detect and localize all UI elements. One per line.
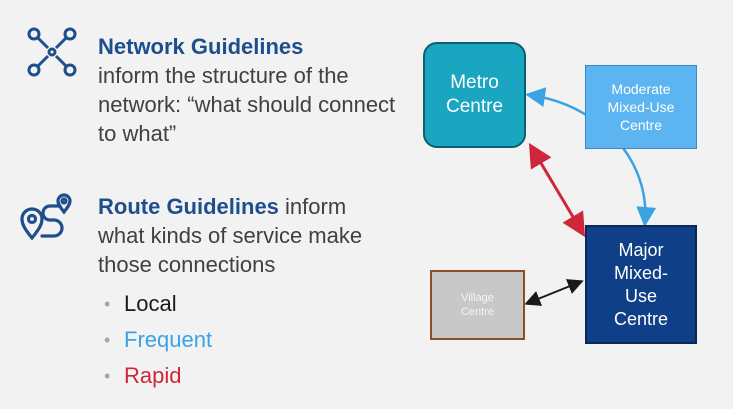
service-types-list: • Local • Frequent • Rapid (104, 286, 212, 394)
major-mixed-use-centre-label: Major Mixed- Use Centre (613, 239, 669, 329)
bullet-dot-icon: • (104, 330, 111, 350)
village-centre-node: Village Centre (430, 270, 525, 340)
bullet-rapid: Rapid (124, 363, 182, 388)
bullet-dot-icon: • (104, 294, 111, 314)
bullet-local: Local (124, 291, 177, 316)
list-item: • Frequent (104, 322, 212, 358)
bullet-dot-icon: • (104, 366, 111, 386)
route-guidelines-block: Route Guidelines inform what kinds of se… (98, 192, 418, 279)
route-guidelines-heading: Route Guidelines (98, 194, 279, 219)
rapid-connector-metro-major (528, 142, 586, 238)
route-guidelines-heading-suffix: inform (278, 194, 347, 219)
route-pin-icon (20, 193, 72, 241)
network-icon (27, 27, 77, 77)
list-item: • Rapid (104, 358, 212, 394)
major-mixed-use-centre-node: Major Mixed- Use Centre (585, 225, 697, 344)
list-item: • Local (104, 286, 212, 322)
metro-centre-label: Metro Centre (445, 72, 504, 117)
route-guidelines-text: what kinds of service make those connect… (98, 223, 363, 277)
village-centre-label: Village Centre (460, 292, 495, 318)
network-guidelines-heading: Network Guidelines (98, 34, 304, 59)
bullet-frequent: Frequent (124, 327, 213, 352)
moderate-mixed-use-centre-label: Moderate Mixed-Use Centre (607, 81, 675, 133)
local-connector-village-major (524, 279, 584, 306)
moderate-mixed-use-centre-node: Moderate Mixed-Use Centre (585, 65, 697, 149)
network-guidelines-block: Network Guidelines inform the structure … (98, 32, 418, 148)
metro-centre-node: Metro Centre (423, 42, 526, 148)
network-guidelines-text: inform the structure of the network: “wh… (98, 63, 396, 146)
